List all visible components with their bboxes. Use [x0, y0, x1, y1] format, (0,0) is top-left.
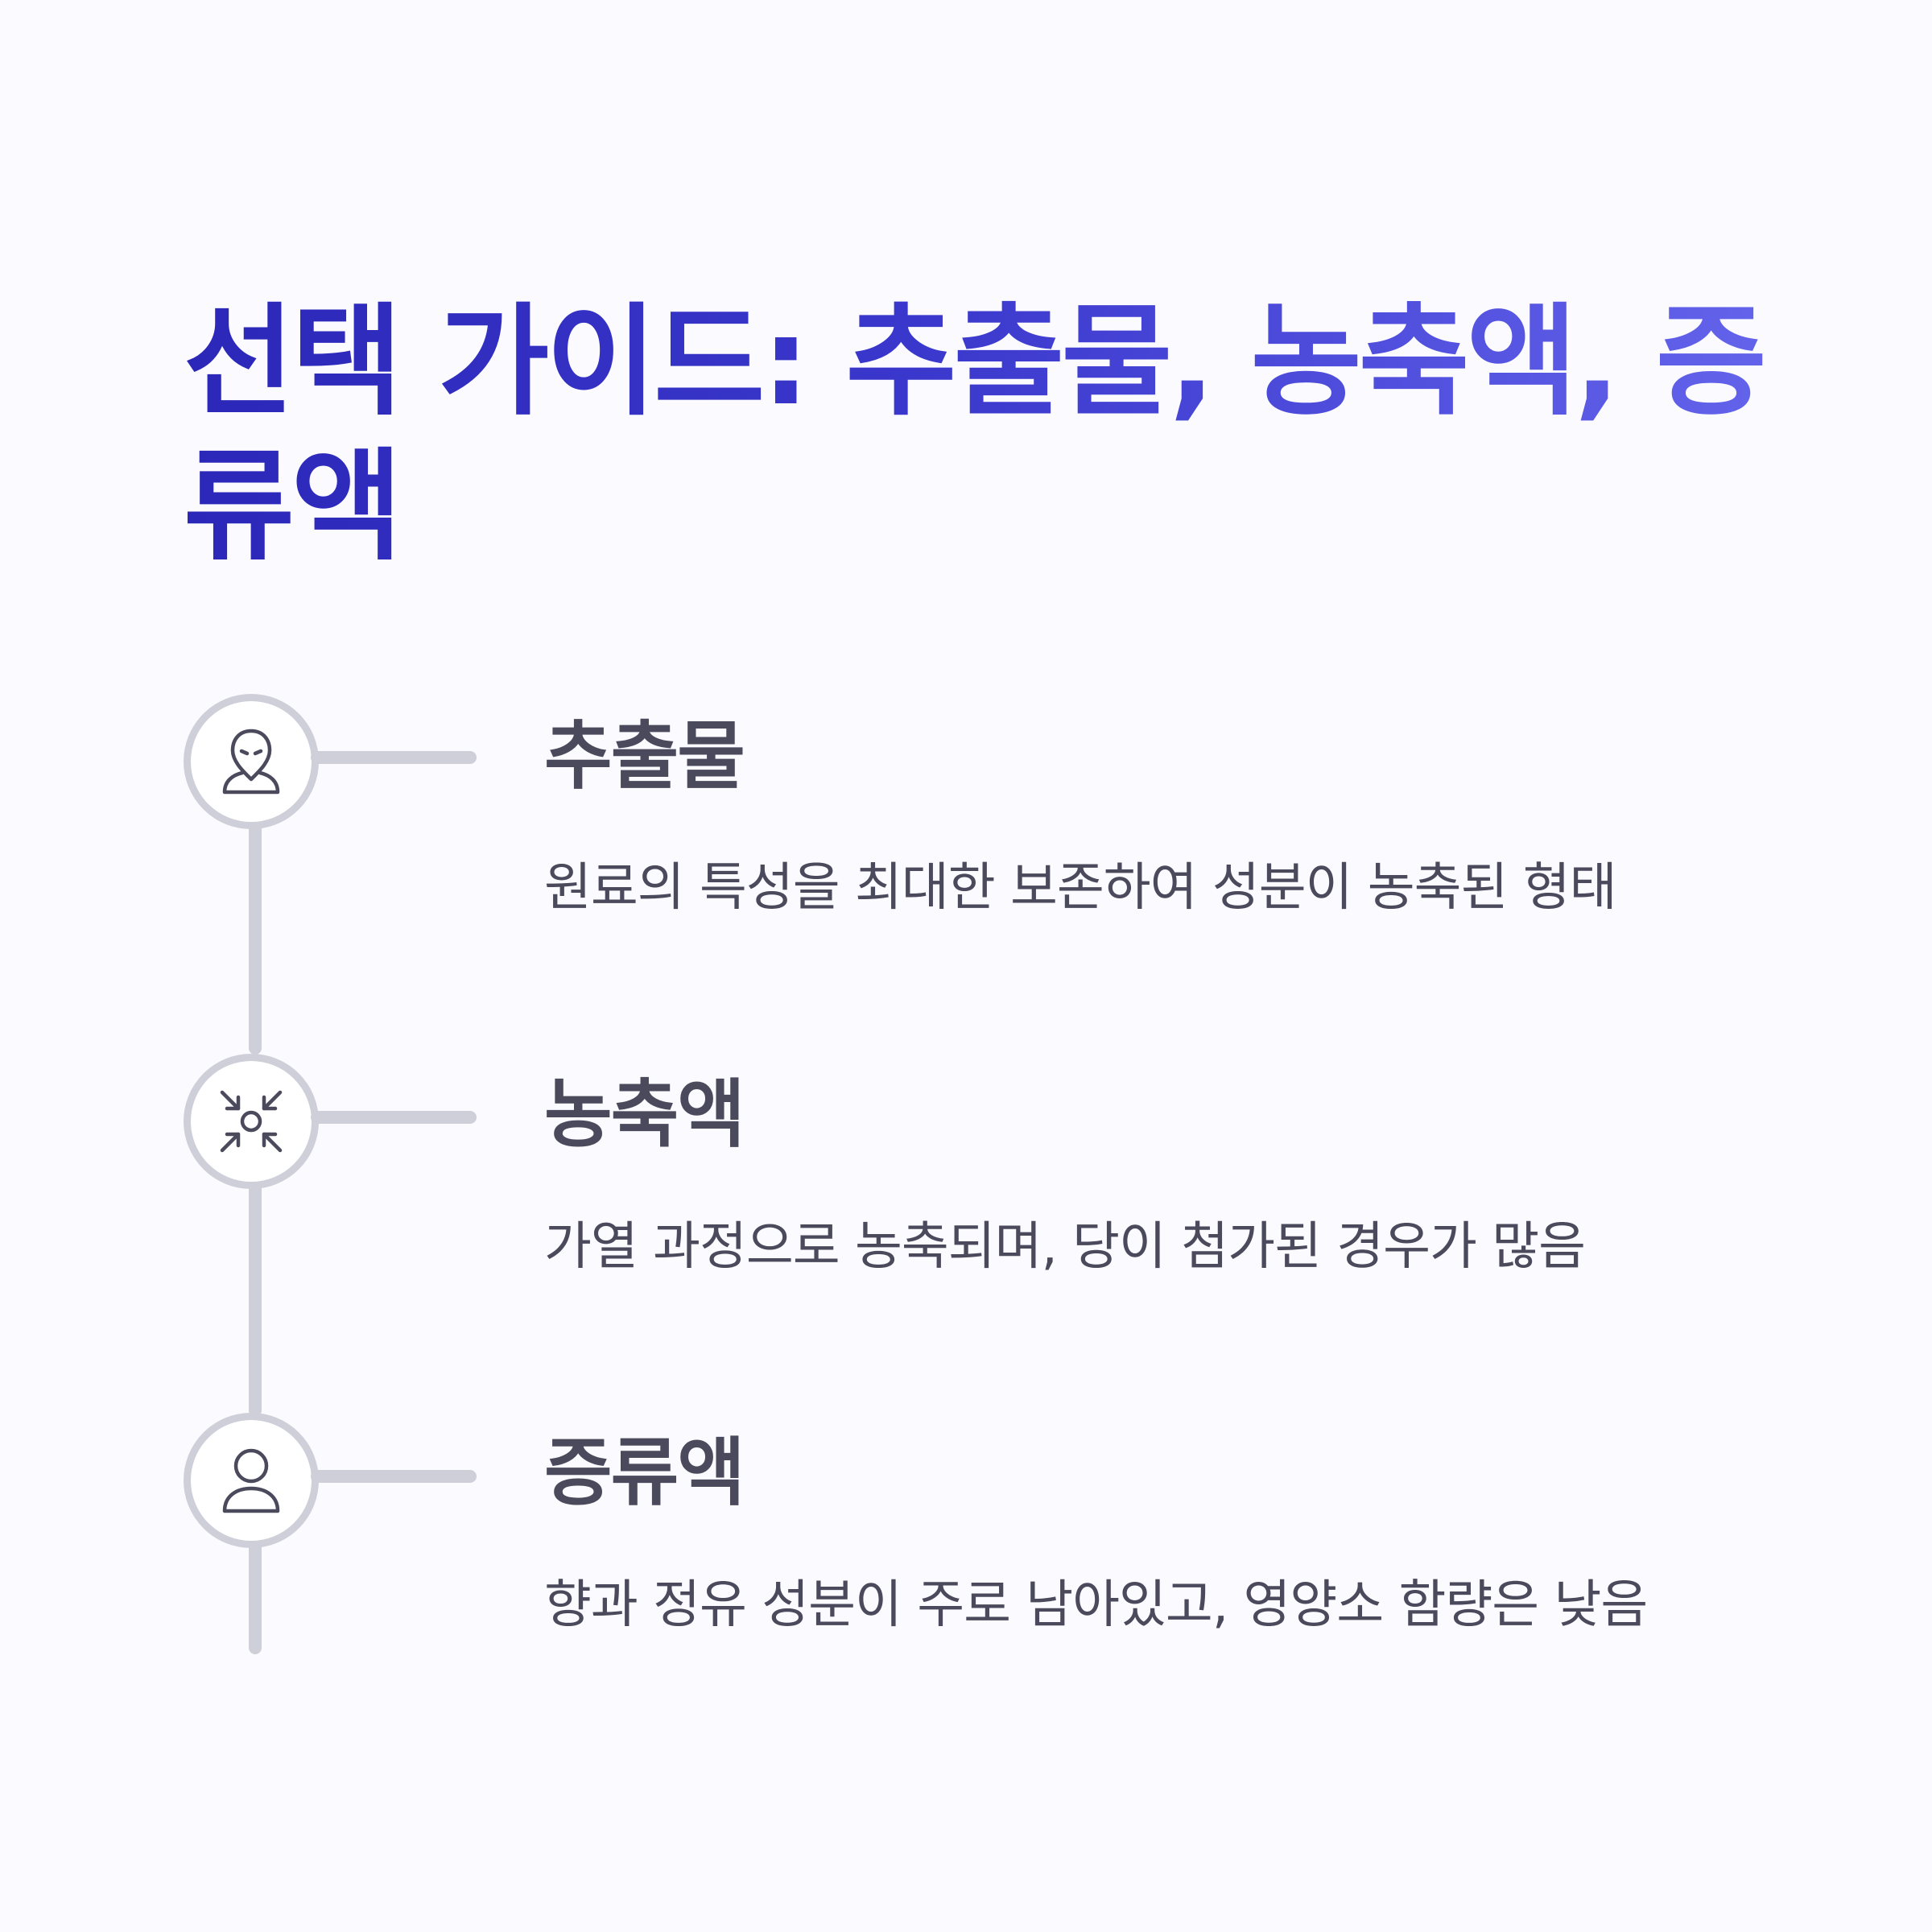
item-desc-distillate: 향과 정유 성분이 주로 남아있고, 영양소 함량은 낮음: [544, 1575, 1648, 1635]
timeline-spine-3: [249, 1534, 262, 1654]
item-desc-extract: 원료의 특성을 최대한 보존하여 성분이 농축된 형태: [544, 858, 1617, 918]
item-desc-concentrate: 가열 과정으로 농축되며, 당이 첨가된 경우가 많음: [544, 1217, 1586, 1277]
timeline-node-2: [184, 1054, 319, 1189]
item-title-distillate: 증류액: [544, 1430, 745, 1516]
item-title-extract: 추출물: [544, 713, 745, 799]
compress-arrows-icon: [220, 1090, 283, 1153]
timeline-spine-2: [249, 1175, 262, 1417]
timeline-connector-2: [311, 1111, 477, 1124]
timeline-connector-1: [311, 751, 477, 764]
timeline-node-1: [184, 694, 319, 829]
timeline-connector-3: [311, 1470, 477, 1483]
timeline-spine-1: [249, 813, 262, 1055]
item-title-concentrate: 농축액: [544, 1071, 745, 1158]
alien-user-icon: [222, 729, 280, 795]
user-icon: [222, 1448, 280, 1513]
timeline-node-3: [184, 1413, 319, 1548]
page-title: 선택 가이드: 추출물, 농축액, 증류액: [184, 290, 1794, 580]
